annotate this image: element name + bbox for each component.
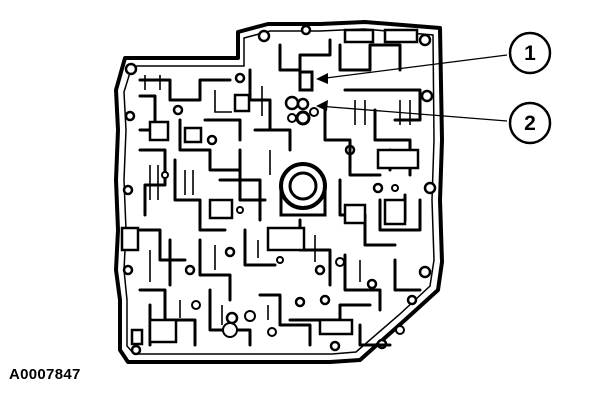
secondary-passages bbox=[144, 75, 411, 325]
mounting-holes bbox=[122, 24, 437, 356]
figure-id-label: A0007847 bbox=[9, 366, 81, 383]
callout-2: 2 bbox=[508, 101, 552, 145]
orifices bbox=[161, 171, 405, 338]
callout-2-label: 2 bbox=[524, 112, 536, 135]
callout-leader-1 bbox=[317, 54, 508, 80]
callout-leader-2 bbox=[317, 105, 508, 122]
callout-1-label: 1 bbox=[524, 42, 536, 65]
callout-leader-lines bbox=[317, 54, 508, 122]
check-ball-cluster bbox=[284, 70, 319, 126]
callout-arrowheads bbox=[316, 73, 328, 111]
rectangular-ports bbox=[120, 28, 420, 346]
callout-1: 1 bbox=[508, 31, 552, 75]
callout-arrowhead-2 bbox=[316, 100, 328, 111]
callout-arrowhead-1 bbox=[316, 73, 328, 84]
central-bore bbox=[279, 162, 327, 217]
